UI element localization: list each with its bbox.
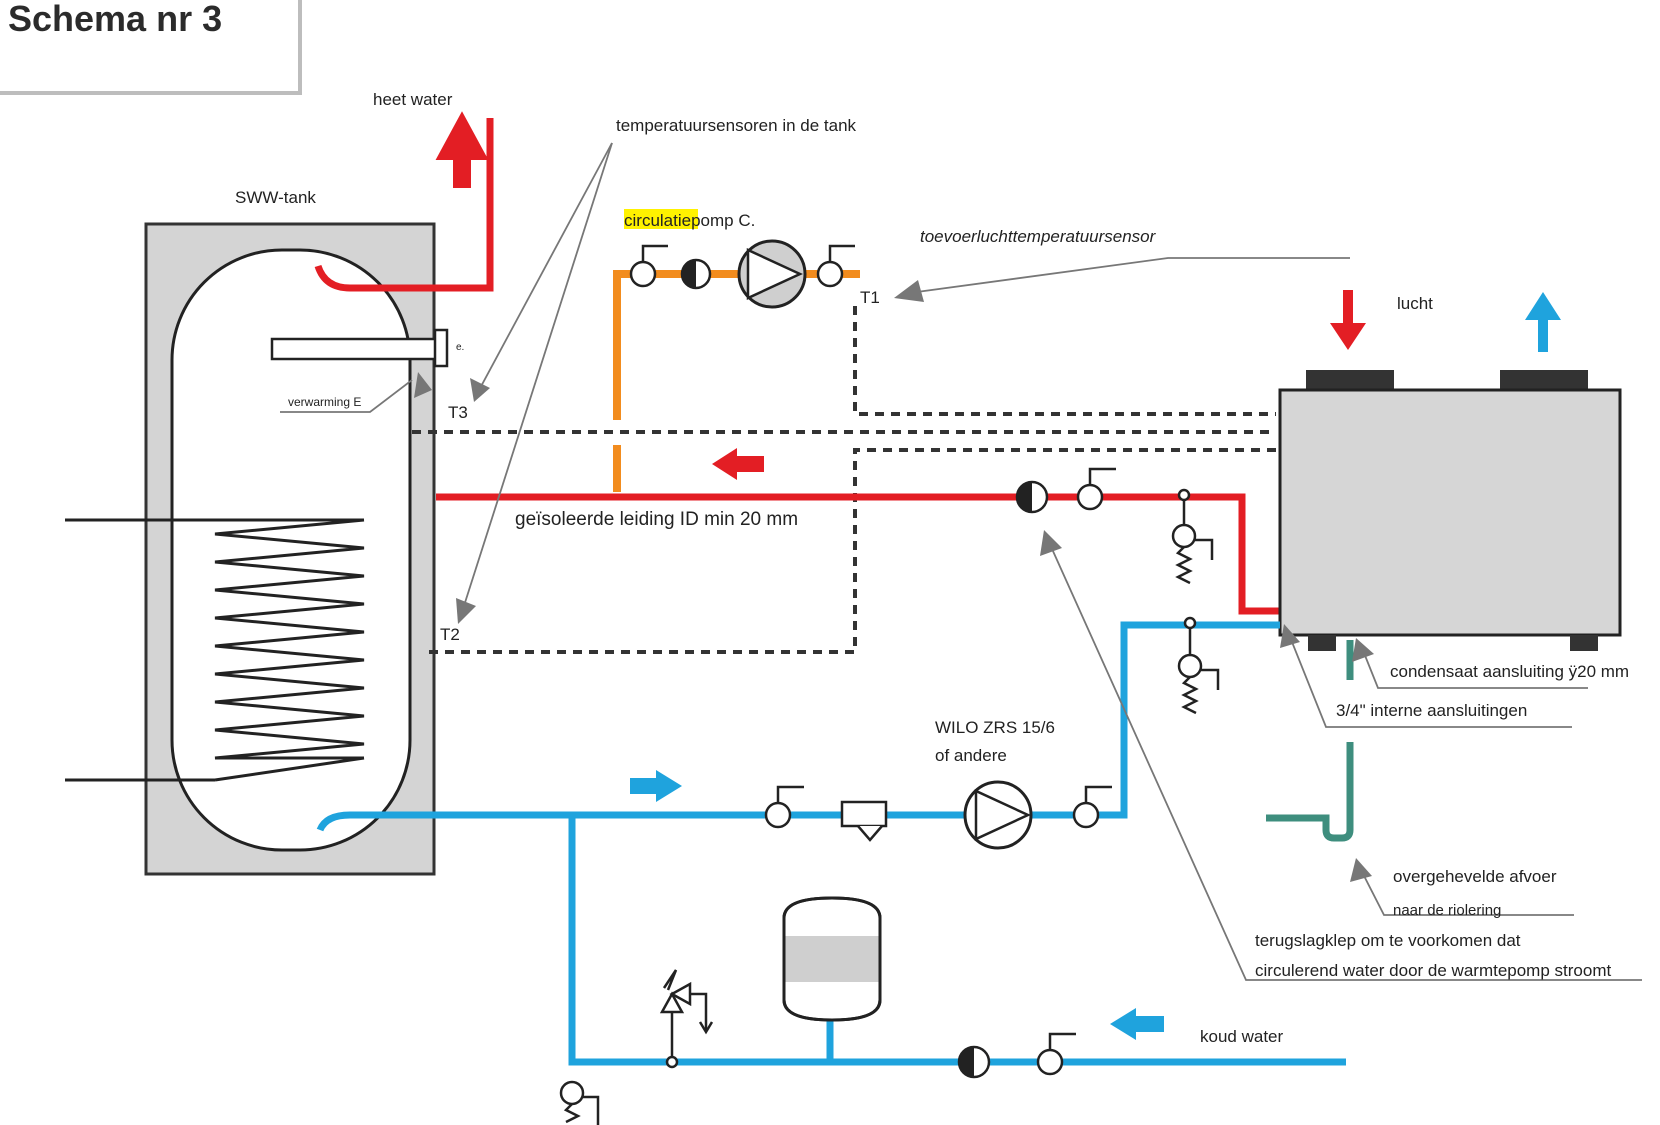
pointer-lines [280, 142, 1642, 981]
circulation-check-valve-icon [680, 258, 712, 290]
flow-left-arrow-hot [712, 448, 764, 480]
label-insulated-pipe: geïsoleerde leiding ID min 20 mm [515, 509, 798, 530]
circulation-highlight [624, 209, 698, 229]
label-circulation-highlighted: circulatie [624, 211, 691, 230]
label-heater-small: e. [456, 342, 464, 353]
hot-water-outlet-pipe [314, 118, 494, 292]
label-internal-connections: 3/4" interne aansluitingen [1336, 701, 1527, 720]
label-t1: T1 [860, 288, 880, 307]
label-air: lucht [1397, 294, 1433, 313]
label-cold-water: koud water [1200, 1027, 1283, 1046]
label-heating: verwarming E [288, 395, 361, 409]
condensate-drain-pipe [1266, 640, 1354, 842]
sensor-cables [412, 306, 1276, 654]
safety-valve-icon [659, 969, 714, 1069]
circulation-valve-left-icon [629, 244, 668, 288]
label-condensate: condensaat aansluiting ÿ20 mm [1390, 662, 1629, 681]
electric-heater-icon [270, 328, 449, 368]
circulation-valve-right-icon [816, 244, 855, 288]
cold-shutoff-valve-2-icon [1072, 785, 1112, 829]
label-circulation-rest: pomp C. [691, 211, 755, 230]
label-to-sewer: naar de riolering [1393, 902, 1501, 919]
heating-coil [65, 518, 365, 782]
label-pump-model: WILO ZRS 15/6 [935, 718, 1055, 737]
sww-tank [144, 222, 436, 876]
pointer-arrowheads [414, 280, 1374, 882]
hot-relief-valve-icon [1171, 488, 1214, 585]
heat-pump-hot-pipe [436, 493, 1280, 615]
expansion-vessel-icon [782, 896, 882, 1022]
label-tank: SWW-tank [235, 188, 316, 207]
label-hot-water: heet water [373, 90, 453, 109]
cold-pump-icon [963, 780, 1033, 850]
strainer-icon [840, 800, 888, 842]
circulation-pump-icon [737, 239, 807, 309]
label-supply-air-sensor: toevoerluchttemperatuursensor [920, 227, 1157, 246]
cold-relief-valve-icon [1177, 616, 1220, 715]
heat-pump-unit [1278, 370, 1622, 651]
hot-shutoff-valve-icon [1076, 467, 1116, 511]
hot-check-valve-icon [1015, 480, 1049, 514]
label-circulation-pump: circulatiepomp C. [624, 211, 755, 230]
diagram-title: Schema nr 3 [8, 0, 223, 39]
flow-right-arrow-cold [630, 770, 682, 802]
label-pump-alt: of andere [935, 746, 1007, 765]
air-in-arrow [1330, 290, 1366, 350]
label-siphon-drain: overgehevelde afvoer [1393, 867, 1557, 886]
label-check-valve-line1: terugslagklep om te voorkomen dat [1255, 931, 1521, 950]
hot-water-up-arrow [435, 111, 489, 188]
flow-left-arrow-cold [1110, 1008, 1164, 1040]
air-out-arrow [1525, 292, 1561, 352]
label-t3: T3 [448, 403, 468, 422]
title-box: Schema nr 3 [0, 0, 302, 95]
cold-shutoff-valve-1-icon [764, 785, 804, 829]
label-check-valve-line2: circulerend water door de warmtepomp str… [1255, 961, 1611, 980]
label-temp-sensors: temperatuursensoren in de tank [616, 116, 857, 135]
label-t2: T2 [440, 625, 460, 644]
cold-inlet-check-valve-icon [957, 1045, 991, 1079]
cold-inlet-shutoff-valve-icon [1036, 1032, 1076, 1076]
drain-valve-icon [559, 1080, 600, 1125]
